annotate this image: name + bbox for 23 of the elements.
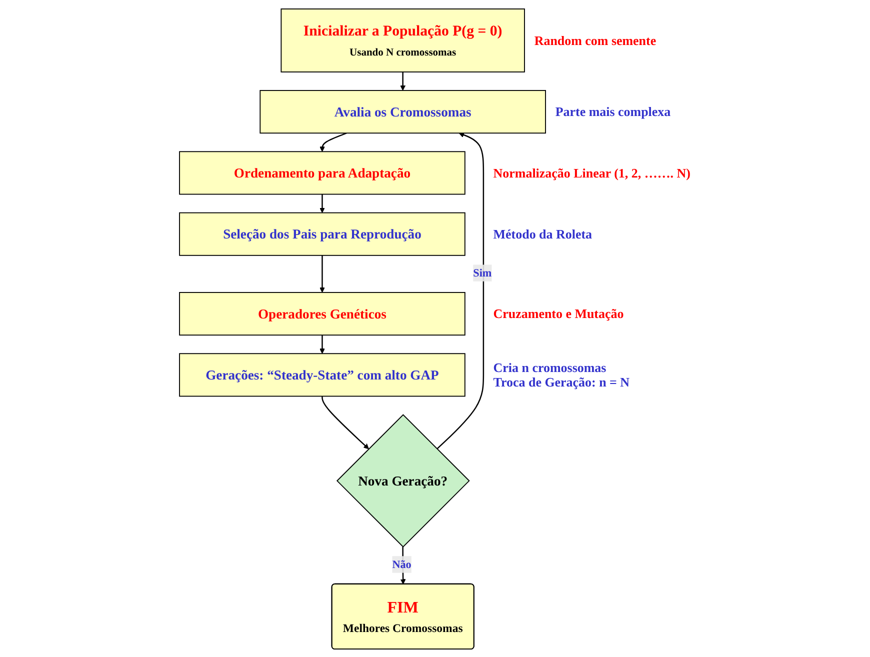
arrow [436, 132, 484, 449]
annotation-text: Random com semente [534, 32, 656, 48]
edge-label: Não [392, 557, 412, 570]
annotation-text: Método da Roleta [493, 226, 592, 241]
annotation-text: Cria n cromossomas [493, 359, 606, 374]
annotation-text: Parte mais complexa [555, 104, 671, 119]
arrow [400, 71, 406, 90]
node-box: Operadores Genéticos [179, 292, 466, 336]
arrow [320, 132, 347, 152]
annotation-text: Cruzamento e Mutação [493, 306, 624, 321]
node-box: Gerações: “Steady-State” com alto GAP [179, 352, 466, 396]
arrow [320, 334, 325, 354]
node-box: Avalia os Cromossomas [260, 90, 546, 134]
node-box: Ordenamento para Adaptação [179, 150, 466, 194]
arrow [320, 254, 325, 292]
node-box: Seleção dos Pais para Reprodução [179, 212, 466, 256]
arrow [320, 194, 325, 213]
node-diamond: Nova Geração? [336, 414, 470, 547]
arrow [322, 396, 369, 449]
node-box: Inicializar a População P(g = 0) Usando N cromossomas [280, 8, 525, 72]
annotation-text: Normalização Linear (1, 2, ……. N) [493, 164, 690, 180]
annotation-text: Troca de Geração: n = N [493, 374, 630, 390]
edge-label: Sim [473, 266, 492, 278]
